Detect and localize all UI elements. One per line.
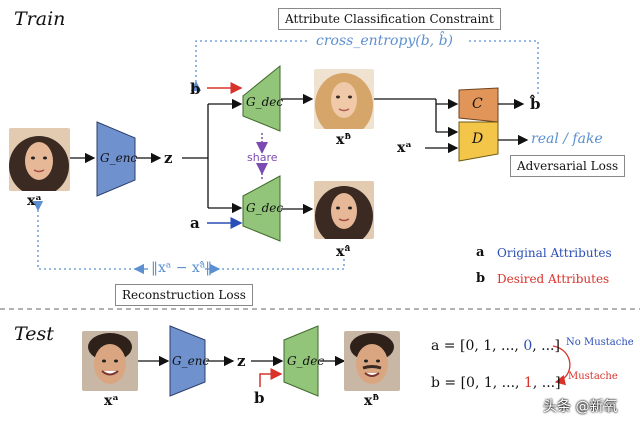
b-equation-suffix: , ...]: [532, 375, 561, 391]
test-input-face-image: [82, 331, 138, 391]
legend-a-text: Original Attributes: [497, 246, 612, 260]
input-face-image: [9, 128, 70, 191]
b-equation-value: 1: [523, 375, 533, 391]
decoder-block-top: [242, 64, 281, 132]
b-equation-prefix: b = [0, 1, ...,: [431, 375, 524, 391]
reconstruction-formula: ‖xᵃ − xᵃ̂‖: [151, 260, 213, 276]
share-label: share: [247, 151, 278, 164]
legend-a-symbol: a: [476, 245, 485, 260]
test-z-label: z: [237, 352, 246, 370]
test-encoder-block: [169, 325, 206, 397]
xa-hat-label: xᵃ̂: [336, 244, 351, 260]
blond-face-image: [314, 69, 374, 129]
cross-entropy-formula: cross_entropy(b, b̂): [316, 33, 453, 49]
g-enc-label: G_enc: [100, 151, 138, 165]
a-equation: a = [0, 1, ..., 0, ...]: [431, 339, 560, 353]
test-decoder-block: [283, 325, 319, 397]
legend-b-symbol: b: [476, 271, 486, 286]
xa-input-label: xᵃ: [27, 193, 42, 209]
test-xb-hat-label: xᵇ̂: [364, 393, 380, 409]
test-b-label: b: [254, 389, 265, 407]
z-label: z: [164, 149, 173, 167]
encoder-block: [96, 121, 136, 197]
reconstructed-face-image: [314, 181, 374, 239]
b-input-label: b: [190, 80, 201, 98]
a-equation-suffix: , ...]: [532, 338, 560, 354]
xa-discriminator-input-label: xᵃ: [397, 140, 412, 156]
test-g-enc-label: G_enc: [172, 354, 210, 368]
g-dec-top-label: G_dec: [246, 95, 284, 109]
adversarial-loss-label: Adversarial Loss: [510, 155, 626, 177]
legend-b-text: Desired Attributes: [497, 272, 610, 286]
test-xa-label: xᵃ: [104, 393, 119, 409]
a-equation-prefix: a = [0, 1, ...,: [431, 338, 524, 354]
test-section-title: Test: [14, 323, 54, 345]
train-section-title: Train: [14, 8, 66, 30]
real-fake-label: real / fake: [531, 131, 603, 147]
d-label: D: [472, 131, 484, 147]
xb-hat-label: xᵇ̂: [336, 132, 352, 148]
no-mustache-label: No Mustache: [566, 337, 634, 348]
decoder-block-bottom: [242, 175, 281, 242]
attr-constraint-label: Attribute Classification Constraint: [278, 8, 501, 30]
test-g-dec-label: G_dec: [287, 354, 325, 368]
a-equation-value: 0: [523, 338, 533, 354]
b-hat-output-label: b̂: [530, 95, 541, 113]
a-input-label: a: [190, 214, 200, 232]
b-equation: b = [0, 1, ..., 1, ...]: [431, 376, 561, 390]
watermark-text: 头条 @新氧: [543, 399, 618, 415]
test-output-face-image: [344, 331, 400, 391]
g-dec-bottom-label: G_dec: [246, 201, 284, 215]
mustache-label: Mustache: [568, 371, 618, 382]
reconstruction-loss-label: Reconstruction Loss: [115, 284, 253, 306]
discriminator-block: [458, 121, 499, 162]
c-label: C: [472, 96, 483, 112]
